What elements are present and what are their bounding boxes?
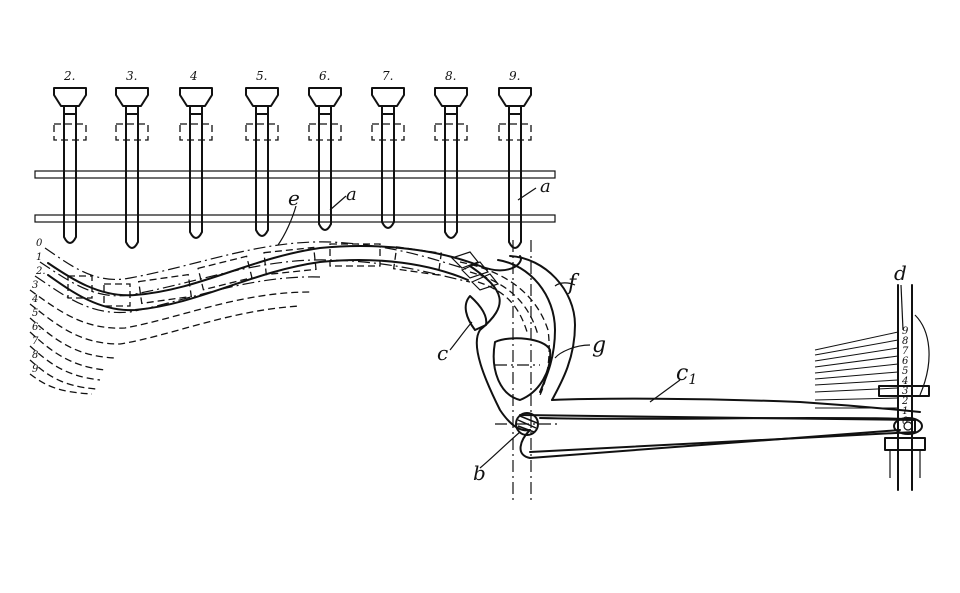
pin	[498, 87, 532, 249]
pin-number-labels: 2. 3. 4 5. 6. 7. 8. 9.	[63, 69, 520, 83]
right-scale-label: 2	[901, 396, 908, 407]
needle-pins	[53, 87, 532, 249]
right-scale-label: 7	[902, 346, 909, 357]
left-scale-labels: 0 1 2. 3 4 5 6. 7 8 9	[31, 238, 46, 375]
spring-bands-left	[29, 241, 471, 395]
pin	[308, 87, 342, 231]
left-scale-label: 1	[36, 252, 42, 263]
pin	[115, 87, 149, 249]
label-c1: c1	[676, 361, 697, 388]
pin	[245, 87, 279, 237]
label-a-left: a	[346, 184, 357, 205]
right-scale-label: 4	[901, 376, 908, 387]
pin-number: 6.	[319, 69, 330, 83]
member-segments	[67, 243, 443, 307]
pin-number: 3.	[126, 69, 137, 83]
right-scale-label: 3	[902, 386, 908, 397]
left-scale-label: 2.	[35, 266, 46, 277]
pivot-b	[495, 240, 560, 500]
left-scale-label: 6.	[32, 322, 42, 333]
label-a-right: a	[540, 176, 551, 197]
label-f: f	[566, 271, 580, 296]
pin	[179, 87, 213, 239]
right-spring-lines	[814, 331, 899, 409]
label-g: g	[592, 333, 606, 358]
pin-number: 9.	[509, 69, 520, 83]
label-d: d	[894, 261, 907, 285]
lever-arm-c1	[519, 397, 923, 459]
right-scale-label: 6	[902, 356, 909, 367]
left-scale-label: 5	[32, 308, 38, 319]
label-c: c	[437, 341, 448, 365]
left-scale-label: 0	[36, 238, 43, 249]
label-e: e	[288, 186, 300, 210]
left-scale-label: 9	[32, 364, 39, 375]
pin-number: 2.	[63, 69, 75, 83]
right-scale-label: 5	[902, 366, 908, 377]
pin	[371, 87, 405, 229]
pin-number: 8.	[445, 69, 456, 83]
post-d	[814, 284, 930, 491]
pin-number: 5.	[256, 69, 267, 83]
right-scale-label: 8	[902, 336, 908, 347]
left-scale-label: 7	[32, 336, 39, 347]
pin-number: 7.	[382, 69, 393, 83]
left-scale-label: 8	[32, 350, 38, 361]
right-scale-label: 0	[902, 416, 909, 427]
label-b: b	[473, 461, 486, 485]
guide-rails	[34, 170, 556, 223]
pin-number: 4	[189, 69, 198, 83]
pin	[53, 87, 87, 244]
leader-lines	[277, 187, 904, 469]
left-scale-label: 3	[32, 280, 38, 291]
right-scale-label: 1	[902, 406, 908, 417]
curved-member-e	[47, 243, 522, 312]
left-scale-label: 4	[31, 294, 38, 305]
right-scale-label: 9	[902, 326, 909, 337]
pin	[434, 87, 468, 239]
